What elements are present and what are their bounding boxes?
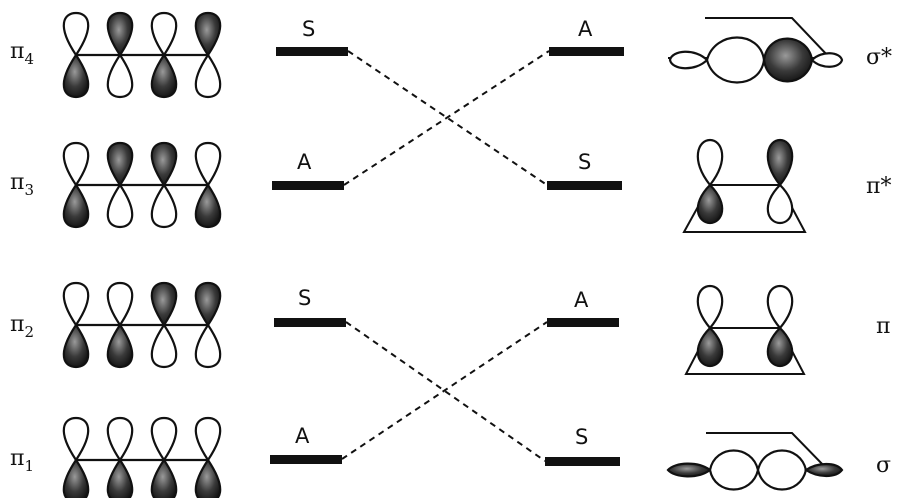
p-orbital-3-upper-lobe — [150, 416, 178, 462]
right-level-pi-star — [547, 181, 622, 190]
p-orbital-1-upper-lobe — [62, 416, 90, 462]
correlation-lines — [341, 50, 550, 462]
p-orbital-3-lower-lobe — [150, 458, 178, 498]
p-orbital-3-upper-lobe — [150, 141, 178, 187]
cyclobutene-label-pi: π — [876, 314, 890, 339]
right-level-pi — [547, 318, 619, 327]
p-orbital-2-lower-lobe — [106, 458, 134, 498]
correlation-line-2 — [343, 50, 550, 186]
right-level-sigma-star — [549, 47, 624, 56]
correlation-line-4 — [341, 321, 548, 460]
row-pi1: π1 A S σ — [10, 416, 891, 498]
right-symmetry-sigma-star: A — [578, 17, 593, 41]
right-symmetry-pi: A — [574, 288, 589, 312]
p-orbital-4-lower-lobe — [194, 323, 222, 369]
butadiene-orbital-pi1 — [62, 416, 222, 498]
p-orbital-4-lower-lobe — [194, 183, 222, 229]
p-orbital-3-upper-lobe — [150, 281, 178, 327]
butadiene-label-pi2: π2 — [10, 312, 34, 341]
p-orbital-4-lower-lobe — [194, 53, 222, 99]
butadiene-label-pi1: π1 — [10, 446, 34, 475]
left-level-pi4 — [276, 47, 348, 56]
butadiene-label-pi3: π3 — [10, 170, 34, 199]
pi-star-lobe-1-up — [696, 138, 724, 187]
row-pi2: π2 S A π — [10, 281, 890, 375]
left-symmetry-pi3: A — [297, 150, 312, 174]
pi-star-lobe-2-up — [766, 138, 794, 187]
sigma-star-right-lobe — [762, 37, 814, 83]
cyclobutene-orbital-pi — [684, 284, 806, 375]
left-symmetry-pi4: S — [302, 17, 315, 41]
p-orbital-1-upper-lobe — [62, 11, 90, 57]
butadiene-label-pi4: π4 — [10, 39, 34, 68]
p-orbital-2-upper-lobe — [106, 141, 134, 187]
cyclobutene-orbital-sigma-star — [668, 17, 844, 84]
sigma-left-small-lobe — [666, 462, 712, 478]
p-orbital-1-upper-lobe — [62, 141, 90, 187]
p-orbital-1-lower-lobe — [62, 183, 90, 229]
sigma-star-right-small-lobe — [810, 52, 844, 68]
sigma-right-small-lobe — [804, 462, 844, 478]
pi-lobe-1-up — [696, 284, 724, 330]
cyclobutene-orbital-sigma — [666, 432, 844, 491]
p-orbital-1-lower-lobe — [62, 458, 90, 498]
p-orbital-3-lower-lobe — [150, 183, 178, 229]
butadiene-orbital-pi2 — [62, 281, 222, 369]
row-pi3: π3 A S π* — [10, 138, 891, 233]
p-orbital-3-lower-lobe — [150, 323, 178, 369]
sigma-left-lobe — [708, 449, 760, 491]
p-orbital-2-lower-lobe — [106, 53, 134, 99]
p-orbital-2-upper-lobe — [106, 416, 134, 462]
p-orbital-4-upper-lobe — [194, 281, 222, 327]
left-symmetry-pi2: S — [298, 286, 311, 310]
sigma-star-left-small-lobe — [668, 50, 709, 70]
p-orbital-3-upper-lobe — [150, 11, 178, 57]
butadiene-orbital-pi4 — [62, 11, 222, 99]
p-orbital-2-lower-lobe — [106, 183, 134, 229]
p-orbital-3-lower-lobe — [150, 53, 178, 99]
pi-lobe-2-up — [766, 284, 794, 330]
sigma-star-left-lobe — [705, 36, 766, 84]
p-orbital-1-lower-lobe — [62, 323, 90, 369]
p-orbital-4-upper-lobe — [194, 141, 222, 187]
left-level-pi2 — [274, 318, 346, 327]
butadiene-orbital-pi3 — [62, 141, 222, 229]
p-orbital-4-upper-lobe — [194, 416, 222, 462]
pi-star-lobe-2-down — [766, 183, 794, 225]
pi-star-lobe-1-down — [696, 183, 724, 225]
p-orbital-4-lower-lobe — [194, 458, 222, 498]
p-orbital-1-lower-lobe — [62, 53, 90, 99]
correlation-line-1 — [347, 50, 548, 186]
p-orbital-2-lower-lobe — [106, 323, 134, 369]
row-pi4: π4 S A σ* — [10, 11, 892, 99]
cyclobutene-orbital-pi-star — [682, 138, 807, 233]
right-symmetry-pi-star: S — [578, 150, 591, 174]
cyclobutene-label-pi-star: π* — [866, 174, 891, 199]
pi-lobe-2-down — [766, 326, 794, 368]
correlation-line-3 — [345, 321, 546, 462]
left-symmetry-pi1: A — [295, 424, 310, 448]
p-orbital-4-upper-lobe — [194, 11, 222, 57]
left-level-pi1 — [270, 455, 342, 464]
p-orbital-2-upper-lobe — [106, 11, 134, 57]
p-orbital-1-upper-lobe — [62, 281, 90, 327]
left-level-pi3 — [272, 181, 344, 190]
sigma-right-lobe — [756, 449, 808, 491]
pi-lobe-1-down — [696, 326, 724, 368]
p-orbital-2-upper-lobe — [106, 281, 134, 327]
cyclobutene-label-sigma-star: σ* — [866, 45, 892, 70]
right-symmetry-sigma: S — [575, 425, 588, 449]
cyclobutene-label-sigma: σ — [876, 453, 891, 478]
right-level-sigma — [545, 457, 620, 466]
